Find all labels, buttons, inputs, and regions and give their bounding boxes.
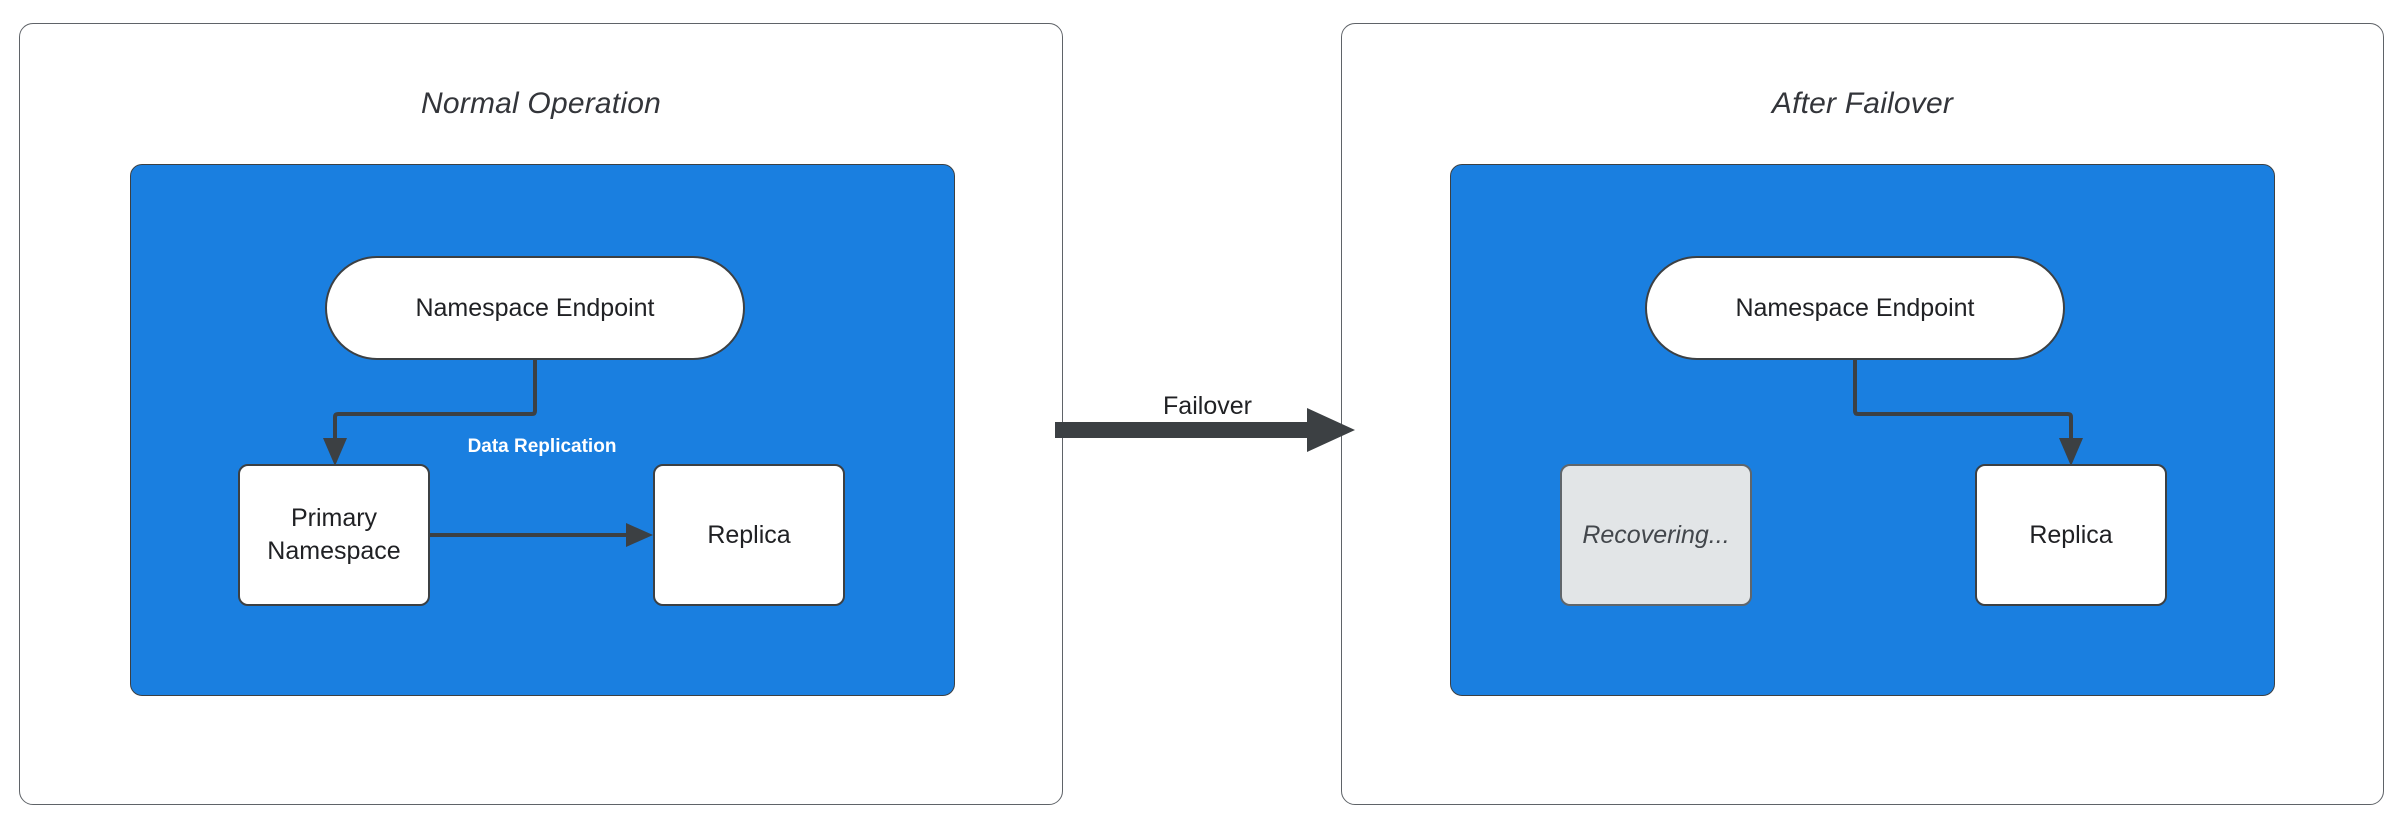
region-after-failover <box>1450 164 2275 696</box>
node-label-line1: Primary <box>290 504 378 532</box>
node-replica-failover[interactable]: Replica <box>1975 464 2167 606</box>
node-label-line2: Namespace <box>267 537 401 565</box>
failover-arrow-shape <box>1055 408 1355 452</box>
node-namespace-endpoint-normal[interactable]: Namespace Endpoint <box>325 256 745 360</box>
node-label: Replica <box>2029 520 2113 549</box>
node-namespace-endpoint-failover[interactable]: Namespace Endpoint <box>1645 256 2065 360</box>
node-label: Namespace Endpoint <box>415 293 655 322</box>
node-label: Namespace Endpoint <box>1735 293 1975 322</box>
node-label: Recovering... <box>1582 520 1730 549</box>
failover-label: Failover <box>1163 392 1252 420</box>
node-label: Primary Namespace <box>267 502 400 568</box>
node-label: Replica <box>707 520 791 549</box>
region-normal-operation <box>130 164 955 696</box>
node-primary-namespace[interactable]: Primary Namespace <box>238 464 430 606</box>
panel-title-normal-operation: Normal Operation <box>421 87 661 120</box>
edge-label-data-replication: Data Replication <box>467 436 617 457</box>
panel-title-after-failover: After Failover <box>1771 87 1954 120</box>
node-recovering[interactable]: Recovering... <box>1560 464 1752 606</box>
node-replica-normal[interactable]: Replica <box>653 464 845 606</box>
failover-arrow <box>1055 408 1355 452</box>
